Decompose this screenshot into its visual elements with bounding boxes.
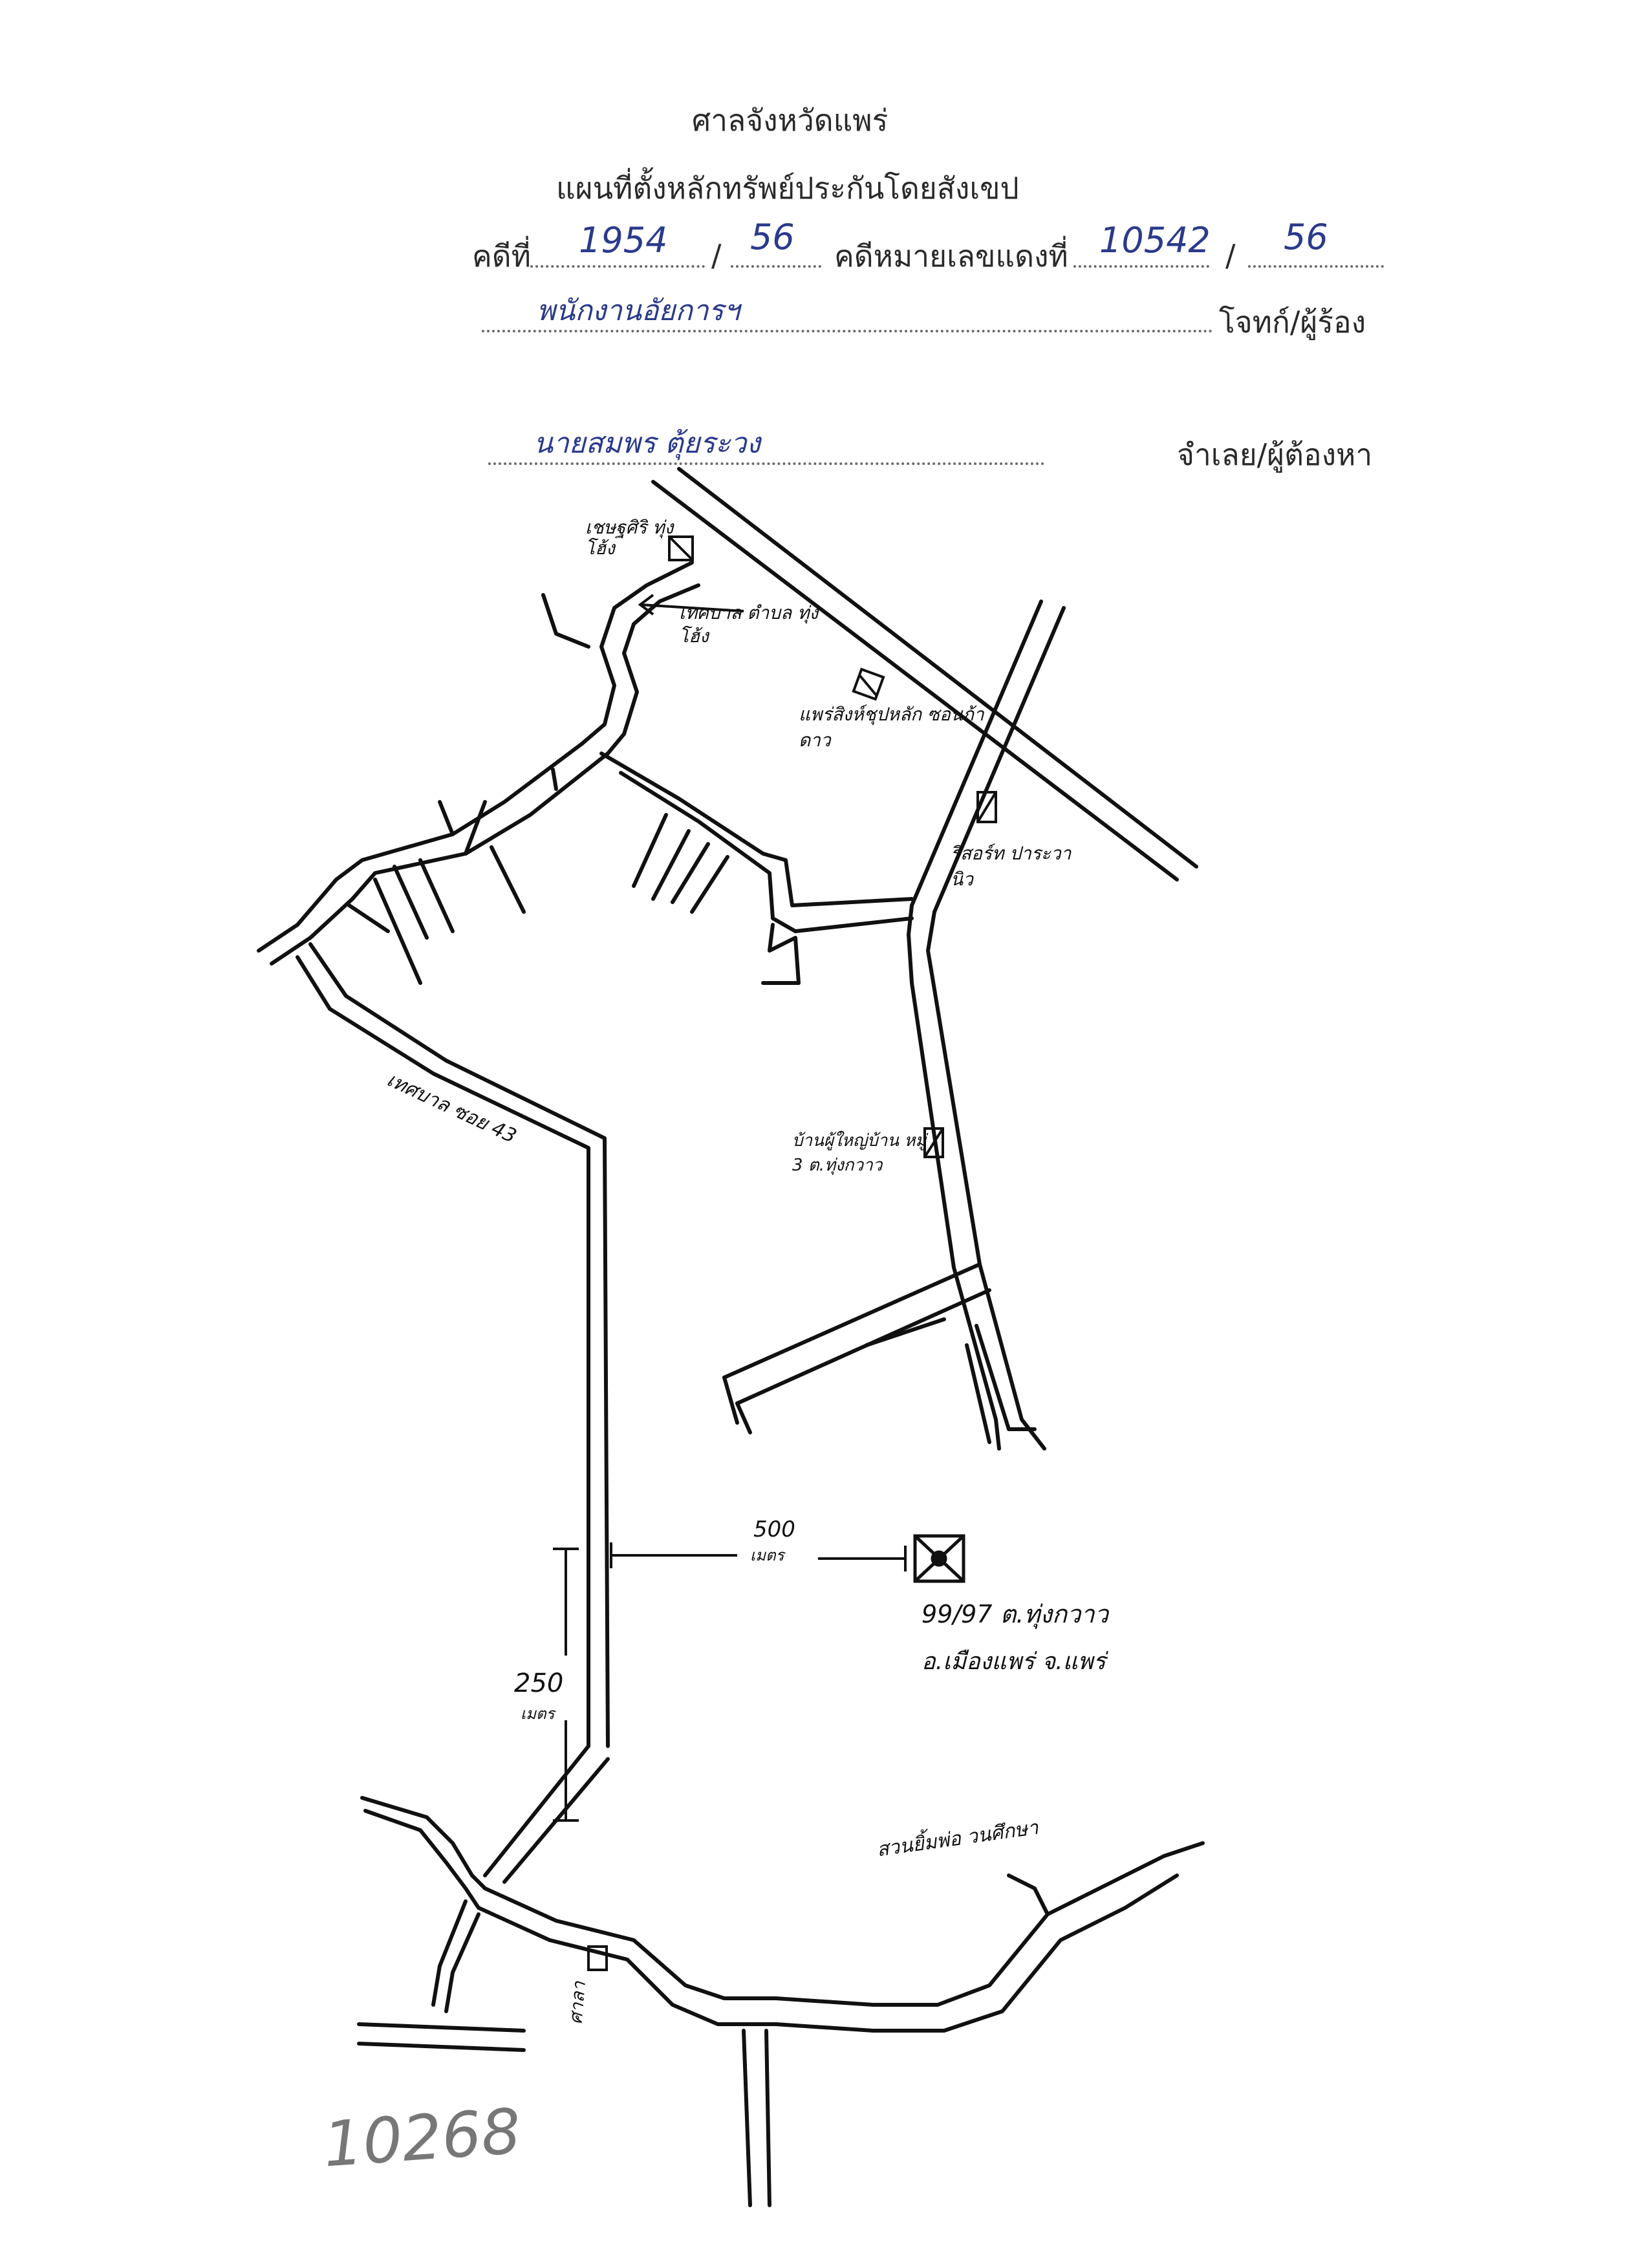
west-lane-2	[393, 865, 429, 940]
plot-address-line1: 99/97 ต.ทุ่งกวาว	[921, 1600, 1108, 1628]
lane-3	[671, 842, 710, 904]
temple-road-a	[742, 2029, 752, 2207]
case-number: 1954	[579, 220, 668, 261]
red-case-year-line	[1248, 265, 1384, 268]
east-road-a	[907, 903, 1001, 1451]
west-road-a	[257, 742, 584, 953]
soi43-a	[296, 955, 590, 1748]
east-spur-left-a	[722, 1262, 982, 1379]
curl-top	[541, 593, 590, 649]
court-name: ศาลจังหวัดแพร่	[692, 103, 889, 138]
south-road-2	[357, 2042, 526, 2052]
mid-spur	[761, 923, 801, 985]
east-inner	[965, 1343, 991, 1444]
village-head-marker	[923, 1127, 944, 1158]
temple-label: ศาลา	[565, 1980, 590, 2025]
west-lane-4	[373, 878, 422, 985]
temple-marker	[587, 1945, 608, 1971]
red-case-slash: /	[1225, 238, 1236, 273]
plaintiff-name: พนักงานอัยการฯ	[537, 294, 740, 327]
temple-road-b	[764, 2029, 771, 2207]
defendant-role: จำเลย/ผู้ต้องหา	[1177, 437, 1373, 472]
south-west-b	[444, 1912, 480, 2013]
plot-address-line2: อ.เมืองแพร่ จ.แพร่	[921, 1648, 1106, 1675]
south-east-a	[483, 1841, 1205, 2007]
red-case-no-line	[1073, 265, 1209, 268]
distance-vertical-unit: เมตร	[521, 1705, 555, 1723]
case-slash: /	[711, 238, 722, 273]
store-label: แพร่สิงห์ชุปหลัก ซอนก้าดาว	[799, 704, 984, 751]
defendant-name: นายสมพร ตุ้ยระวง	[534, 427, 760, 460]
municipality-label: เทศบาล ตำบล ทุ่งโฮ้ง	[679, 602, 819, 647]
east-spur	[1007, 1874, 1050, 1916]
mid-road-a	[599, 751, 914, 907]
south-west-a	[431, 1899, 468, 2007]
south-junction-a	[483, 1744, 590, 1877]
winding-road-b	[606, 583, 700, 755]
south-road-1	[357, 2022, 526, 2033]
west-spur-b	[464, 800, 487, 856]
west-lane-5	[347, 903, 390, 933]
south-road-b	[363, 1809, 480, 1910]
defendant-line	[488, 462, 1044, 465]
red-case-number: 10542	[1099, 220, 1211, 261]
school-label: เชษฐศิริ ทุ่งโฮ้ง	[585, 517, 674, 559]
winding-road-a	[580, 561, 694, 746]
west-lane-3	[490, 845, 526, 914]
distance-horizontal-unit: เมตร	[750, 1546, 784, 1564]
document-title: แผนที่ตั้งหลักทรัพย์ประกันโดยสังเขป	[556, 171, 1019, 206]
west-road-b	[270, 751, 610, 966]
plaintiff-line	[482, 330, 1212, 332]
mid-road-b	[619, 771, 914, 933]
school-marker	[668, 535, 694, 561]
lane-4	[690, 855, 729, 914]
east-spur-stub-b	[735, 1401, 752, 1434]
east-loop	[975, 1324, 1037, 1431]
case-year-line	[731, 265, 821, 268]
store-marker	[852, 667, 885, 701]
plot-marker	[913, 1534, 965, 1583]
case-label: คดีที่	[472, 239, 531, 274]
distance-vertical-value: 250	[514, 1669, 564, 1698]
east-spur-stub-a	[722, 1376, 739, 1425]
red-case-year: 56	[1284, 217, 1328, 257]
east-spur-short	[865, 1317, 946, 1347]
soi43-b	[308, 942, 610, 1748]
south-road-a	[360, 1796, 487, 1890]
west-lane-6	[551, 768, 558, 791]
cross-road-b	[932, 606, 1066, 914]
plaintiff-role: โจทก์/ผู้ร้อง	[1219, 305, 1366, 340]
main-road-diagonal-a	[651, 480, 1179, 881]
cross-road-a	[910, 599, 1043, 907]
distance-horizontal-value: 500	[753, 1517, 795, 1542]
west-spur-a	[438, 800, 455, 836]
south-east-b	[477, 1874, 1179, 2033]
west-lane-1	[418, 858, 455, 933]
resort-marker	[976, 791, 997, 823]
east-spur-left-b	[735, 1288, 991, 1405]
red-case-label: คดีหมายเลขแดงที่	[834, 239, 1068, 274]
main-road-diagonal-b	[677, 467, 1198, 869]
municipality-arrow	[640, 603, 744, 612]
resort-label: รีสอร์ท ปาระวานิว	[951, 843, 1072, 890]
village-head-label: บ้านผู้ใหญ่บ้าน หมู่ 3 ต.ทุ่งกวาว	[792, 1131, 927, 1175]
lane-1	[632, 813, 668, 888]
lane-2	[651, 829, 691, 901]
case-no-line	[530, 265, 705, 268]
east-road-b	[926, 910, 1046, 1451]
case-year: 56	[750, 217, 795, 257]
page-number: 10268	[321, 2095, 523, 2181]
